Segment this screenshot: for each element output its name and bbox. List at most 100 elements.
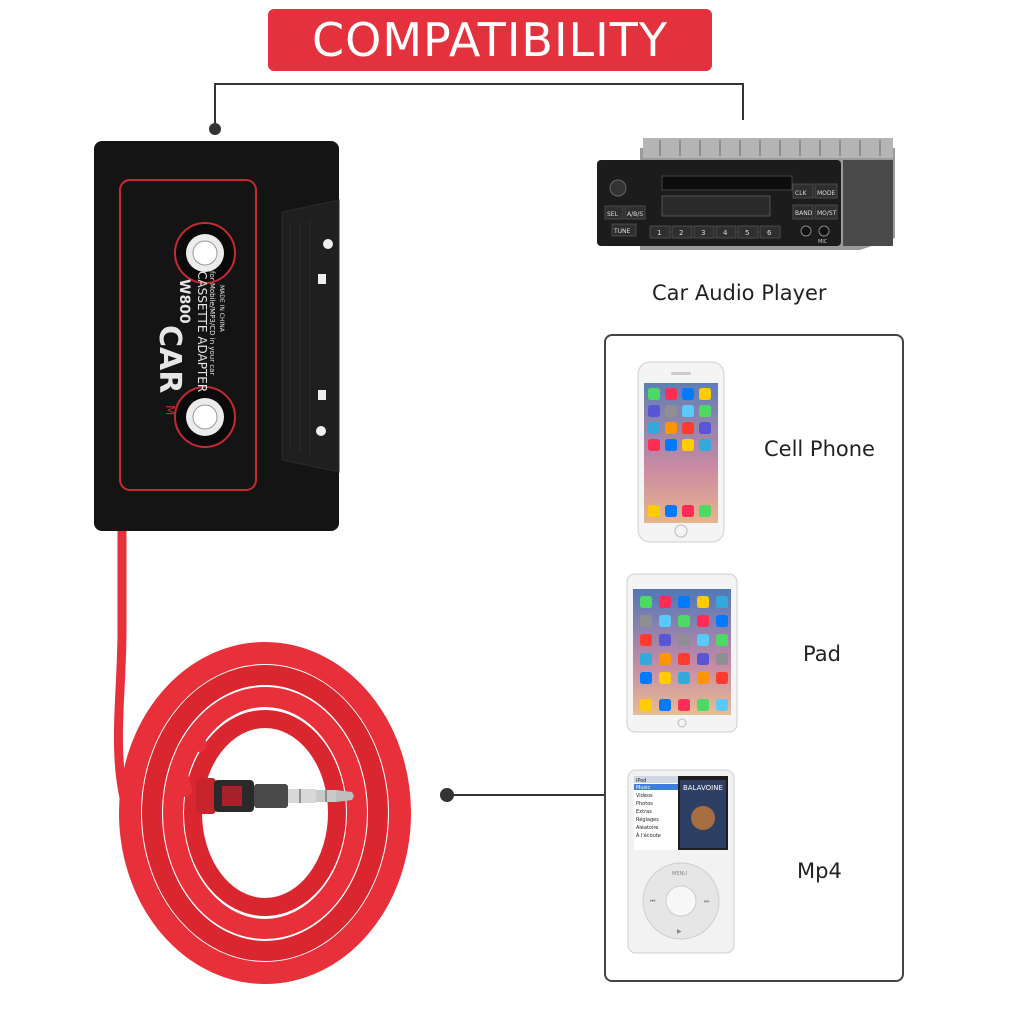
radio-preset-1: 1 <box>657 229 661 237</box>
dock-icon <box>648 505 660 517</box>
dock-icon <box>699 505 711 517</box>
app-icon <box>682 405 694 417</box>
app-icon <box>716 596 728 608</box>
radio-btn-tune: TUNE <box>613 228 631 235</box>
device-label-cell-phone: Cell Phone <box>764 437 875 461</box>
app-icon <box>682 422 694 434</box>
app-icon <box>665 405 677 417</box>
radio-btn-abs: A/B/S <box>627 211 643 218</box>
cassette-line2: for Mobile/MP3/CD in your car <box>208 271 216 375</box>
app-icon <box>678 596 690 608</box>
app-icon <box>699 405 711 417</box>
dock-icon <box>716 699 728 711</box>
app-icon <box>659 672 671 684</box>
app-icon <box>640 672 652 684</box>
dock-icon <box>640 699 652 711</box>
banner-title: COMPATIBILITY <box>312 13 668 67</box>
car-audio-player-label: Car Audio Player <box>652 281 827 305</box>
radio-aux-label: MIC <box>818 239 828 245</box>
radio-btn-clk: CLK <box>795 190 808 197</box>
dock-icon <box>697 699 709 711</box>
device-label-pad: Pad <box>803 642 841 666</box>
app-icon <box>678 634 690 646</box>
app-icon <box>682 388 694 400</box>
radio-btn-sel: SEL <box>607 211 619 218</box>
app-icon <box>697 634 709 646</box>
ipod-wheel-menu: MENU <box>672 871 687 877</box>
dock-icon <box>665 505 677 517</box>
app-icon <box>716 615 728 627</box>
app-icon <box>697 653 709 665</box>
app-icon <box>648 439 660 451</box>
mp4-player-icon <box>627 769 735 954</box>
app-icon <box>697 596 709 608</box>
radio-btn-mode: MODE <box>817 190 836 197</box>
radio-btn-most: MO/ST <box>817 210 837 217</box>
compatibility-banner: COMPATIBILITY <box>268 9 712 71</box>
radio-preset-2: 2 <box>679 229 683 237</box>
app-icon <box>659 653 671 665</box>
ipod-next-icon: ⏭ <box>704 898 710 905</box>
app-icon <box>640 634 652 646</box>
dock-icon <box>659 699 671 711</box>
app-icon <box>682 439 694 451</box>
app-icon <box>659 615 671 627</box>
cassette-model: W800 <box>176 279 192 324</box>
app-icon <box>716 634 728 646</box>
app-icon <box>665 388 677 400</box>
app-icon <box>678 653 690 665</box>
cassette-brand: CAR <box>152 325 187 393</box>
app-icon <box>640 653 652 665</box>
dock-icon <box>682 505 694 517</box>
cassette-adapter-icon <box>94 141 340 531</box>
ipod-menu-item-6: Aléatoire <box>636 824 658 831</box>
cassette-label: M CAR W800 CASSETTE ADAPTER for Mobile/M… <box>152 271 225 415</box>
app-icon <box>678 672 690 684</box>
cassette-line3: MADE IN CHINA <box>218 285 225 333</box>
app-icon <box>640 615 652 627</box>
ipod-menu-item-5: Réglages <box>636 816 659 823</box>
ipod-menu-item-1: Music <box>636 785 650 791</box>
aux-plug-icon <box>196 778 354 814</box>
radio-preset-4: 4 <box>723 229 728 237</box>
app-icon <box>648 388 660 400</box>
ipod-play-icon: ▶ <box>677 928 682 935</box>
app-icon <box>659 596 671 608</box>
app-icon <box>699 388 711 400</box>
ipod-menu-item-2: Videos <box>636 793 653 799</box>
ipod-menu-title: iPod <box>636 778 646 784</box>
pad-app-grid <box>640 596 728 711</box>
connector-dot-cassette <box>209 123 221 135</box>
connector-line-radio <box>214 83 744 128</box>
app-icon <box>697 672 709 684</box>
radio-preset-5: 5 <box>745 229 749 237</box>
phone-app-grid <box>648 388 711 517</box>
ipod-menu-item-3: Photos <box>636 801 653 807</box>
radio-btn-band: BAND <box>795 210 813 217</box>
app-icon <box>665 422 677 434</box>
app-icon <box>699 422 711 434</box>
cassette-brand-prefix: M <box>163 405 177 415</box>
app-icon <box>640 596 652 608</box>
radio-preset-6: 6 <box>767 229 772 237</box>
ipod-prev-icon: ⏮ <box>650 898 656 905</box>
app-icon <box>665 439 677 451</box>
ipod-menu-item-7: À l'écoute <box>636 832 661 839</box>
app-icon <box>678 615 690 627</box>
radio-preset-3: 3 <box>701 229 705 237</box>
app-icon <box>716 672 728 684</box>
app-icon <box>697 615 709 627</box>
app-icon <box>699 439 711 451</box>
car-radio-icon: CLK MODE BAND MO/ST SEL A/B/S TUNE 1 2 3… <box>597 138 895 250</box>
app-icon <box>659 634 671 646</box>
aux-cable <box>113 525 411 984</box>
app-icon <box>648 405 660 417</box>
connector-dot-cable <box>440 788 454 802</box>
app-icon <box>648 422 660 434</box>
ipod-album-title: BALAVOINE <box>683 784 723 792</box>
dock-icon <box>678 699 690 711</box>
device-label-mp4: Mp4 <box>797 859 842 883</box>
cassette-line1: CASSETTE ADAPTER <box>195 271 209 392</box>
